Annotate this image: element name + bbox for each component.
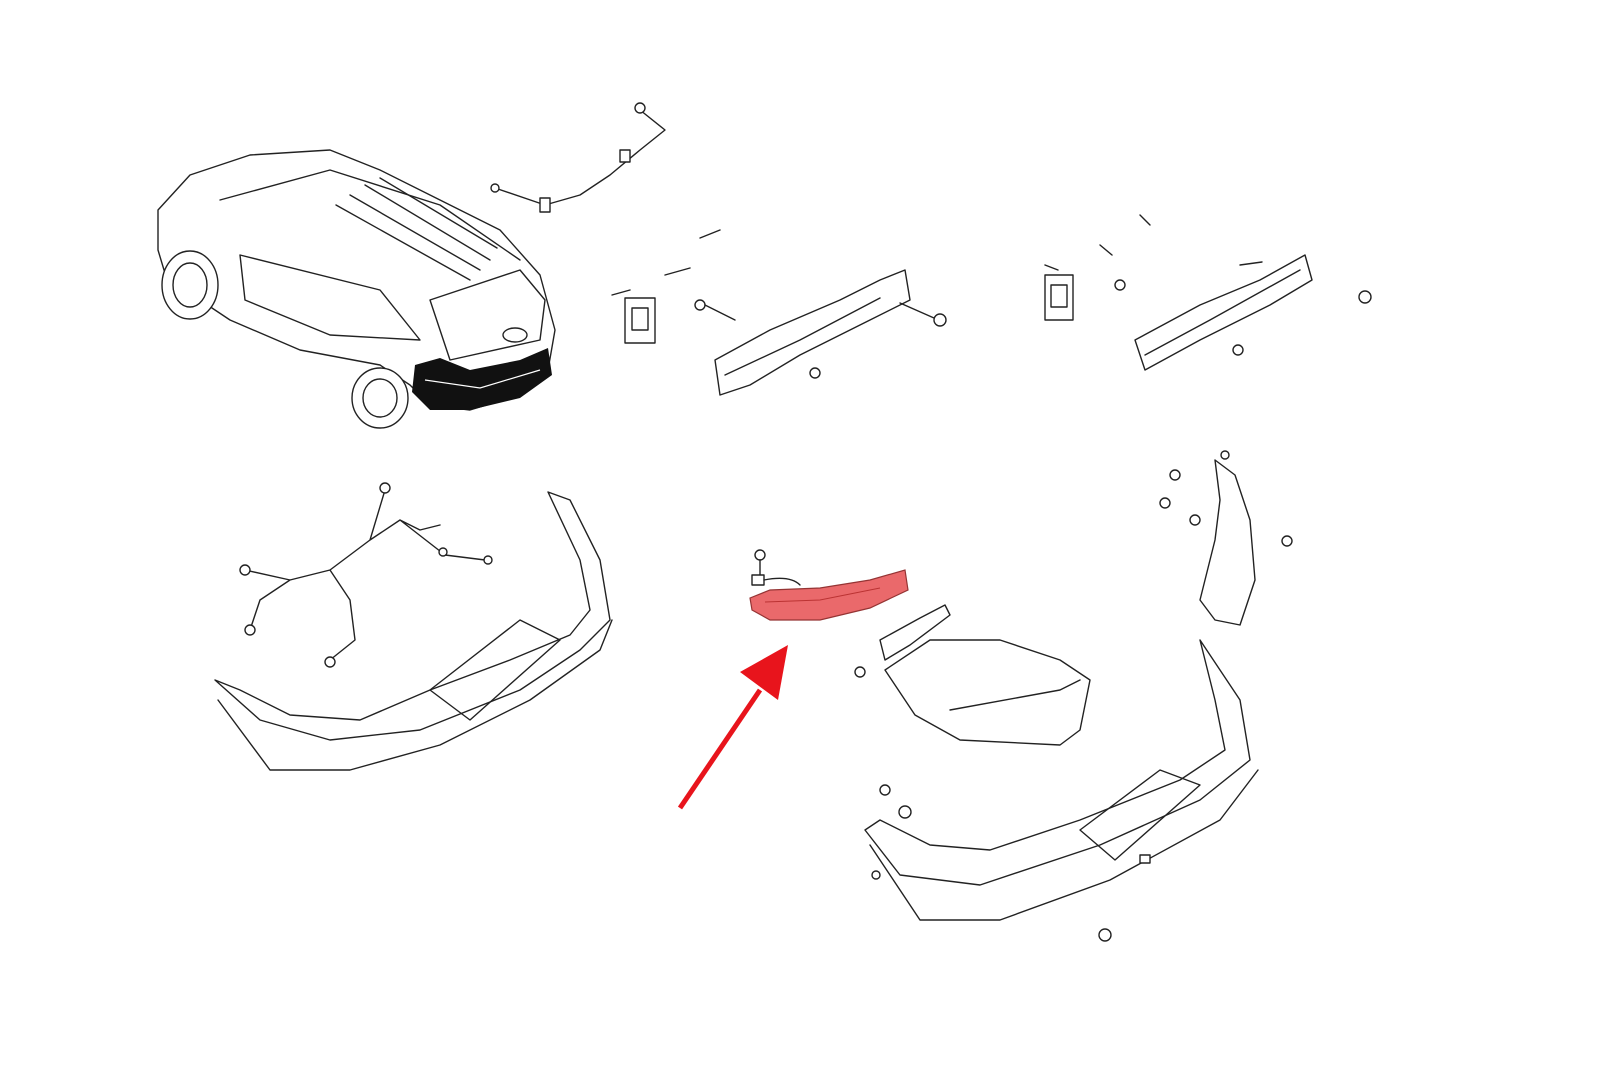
bumper-wiring-harness — [239, 482, 493, 668]
bumper-side-bracket — [1159, 450, 1293, 626]
rear-bumper-beam — [611, 229, 947, 396]
bumper-corner-trim — [854, 604, 1091, 746]
rear-bumper-cover — [214, 491, 613, 771]
vehicle-illustration — [157, 149, 556, 429]
rear-bumper-beam-variant — [1044, 214, 1372, 371]
pointer-arrow — [677, 645, 788, 810]
wiring-harness-top — [490, 102, 666, 213]
reflector-lamp-highlighted — [749, 549, 909, 621]
rear-bumper-cover-variant — [864, 639, 1259, 942]
